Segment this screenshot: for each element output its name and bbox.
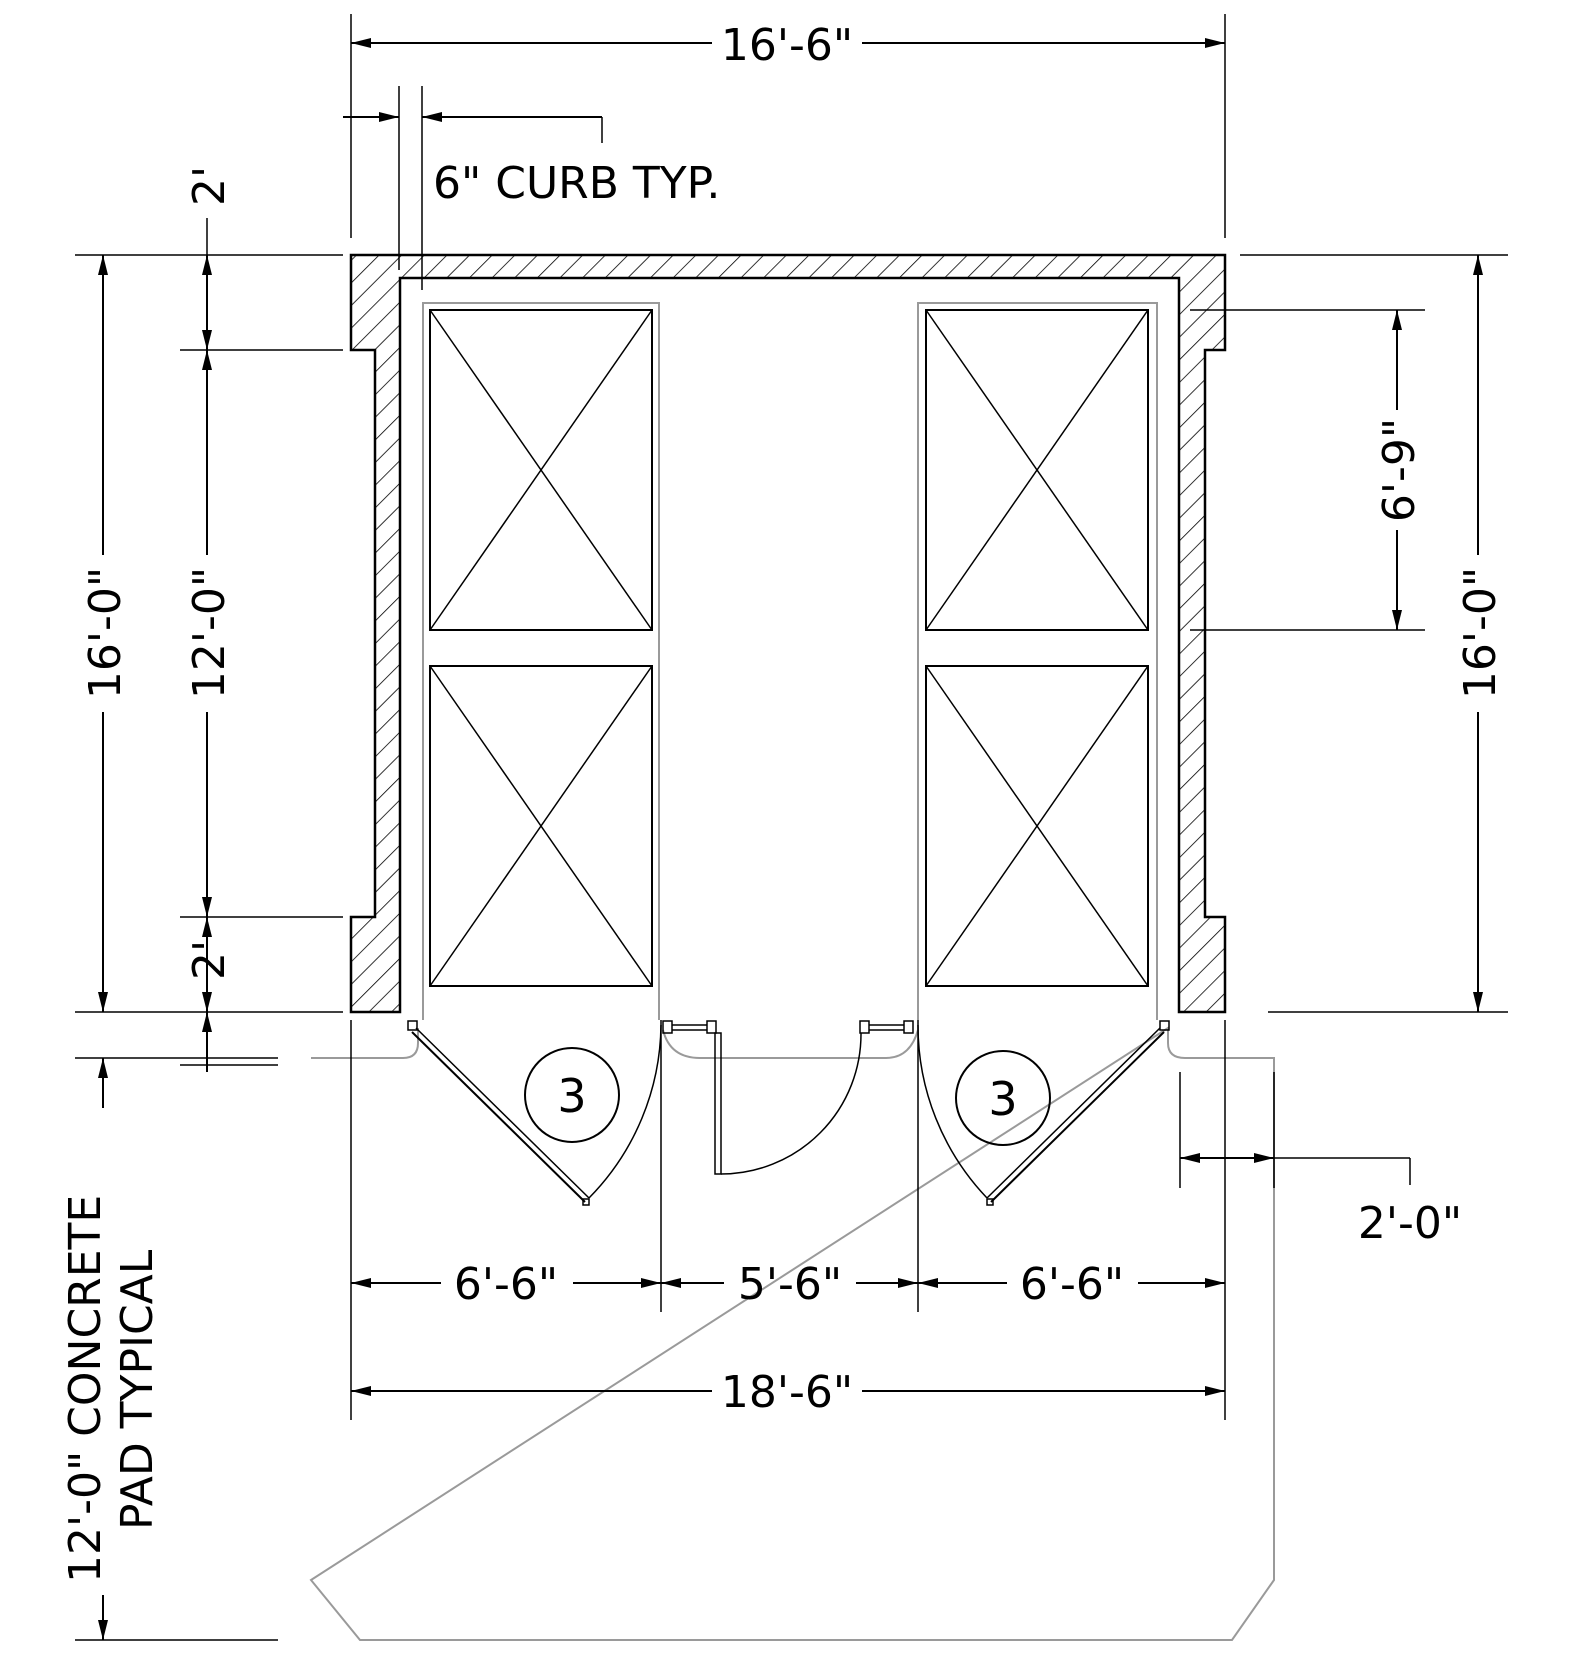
dim-overall-pad-width-label: 18'-6" xyxy=(721,1367,853,1418)
gate-center-left xyxy=(662,1020,722,1175)
dim-center-gap: 5'-6" xyxy=(661,1259,918,1310)
bin-right-top xyxy=(925,309,1149,631)
dim-pad-depth: 12'-0" CONCRETE PAD TYPICAL xyxy=(60,1057,278,1641)
dim-bay-right-label: 6'-6" xyxy=(1020,1259,1124,1310)
dim-depth-right-label: 16'-0" xyxy=(1455,567,1506,699)
dim-inner-depth-label: 12'-0" xyxy=(184,567,235,699)
gate-tag-right-label: 3 xyxy=(988,1072,1017,1126)
gate-left xyxy=(407,1020,662,1206)
dim-bin-length: 6'-9" xyxy=(1374,310,1425,630)
dim-bay-left: 6'-6" xyxy=(351,1259,661,1310)
dim-depth-right: 16'-0" xyxy=(1455,255,1506,1012)
dim-center-gap-label: 5'-6" xyxy=(738,1259,842,1310)
dim-curb-bottom: 2' xyxy=(180,917,278,1072)
dim-pad-extension-label: 2'-0" xyxy=(1358,1198,1462,1249)
dim-curb-top: 2' xyxy=(184,166,235,350)
dim-overall-width-label: 16'-6" xyxy=(721,20,853,71)
enclosure-wall xyxy=(349,253,1227,1014)
gate-tag-left: 3 xyxy=(524,1047,620,1143)
gate-right xyxy=(917,1020,1170,1206)
bin-right-bottom xyxy=(925,665,1149,987)
dim-bay-right: 6'-6" xyxy=(918,1259,1225,1310)
dim-bin-length-label: 6'-9" xyxy=(1374,418,1425,522)
concrete-pad-outline xyxy=(309,1026,1275,1641)
gate-center-right xyxy=(720,1020,914,1175)
gate-tag-right: 3 xyxy=(955,1050,1051,1146)
dim-depth-left-label: 16'-0" xyxy=(80,567,131,699)
pad-label-line2: PAD TYPICAL xyxy=(112,1249,163,1530)
bin-left-top xyxy=(429,309,653,631)
gate-tag-left-label: 3 xyxy=(557,1069,586,1123)
bin-left-bottom xyxy=(429,665,653,987)
dim-overall-pad-width: 18'-6" xyxy=(351,1367,1225,1418)
dim-pad-extension: 2'-0" xyxy=(1179,1072,1462,1249)
dim-curb-top-label: 2' xyxy=(184,166,235,206)
curb-note-label: 6" CURB TYP. xyxy=(433,158,720,209)
dim-curb: 6" CURB TYP. xyxy=(343,86,720,290)
dim-depth-left: 16'-0" xyxy=(80,255,131,1012)
enclosure-liner xyxy=(422,302,1158,1020)
dim-inner-depth: 12'-0" xyxy=(184,350,235,917)
pad-label-line1: 12'-0" CONCRETE xyxy=(60,1195,111,1583)
dim-bay-left-label: 6'-6" xyxy=(454,1259,558,1310)
dim-curb-bottom-label: 2' xyxy=(184,940,235,980)
dim-overall-width: 16'-6" xyxy=(350,14,1226,238)
